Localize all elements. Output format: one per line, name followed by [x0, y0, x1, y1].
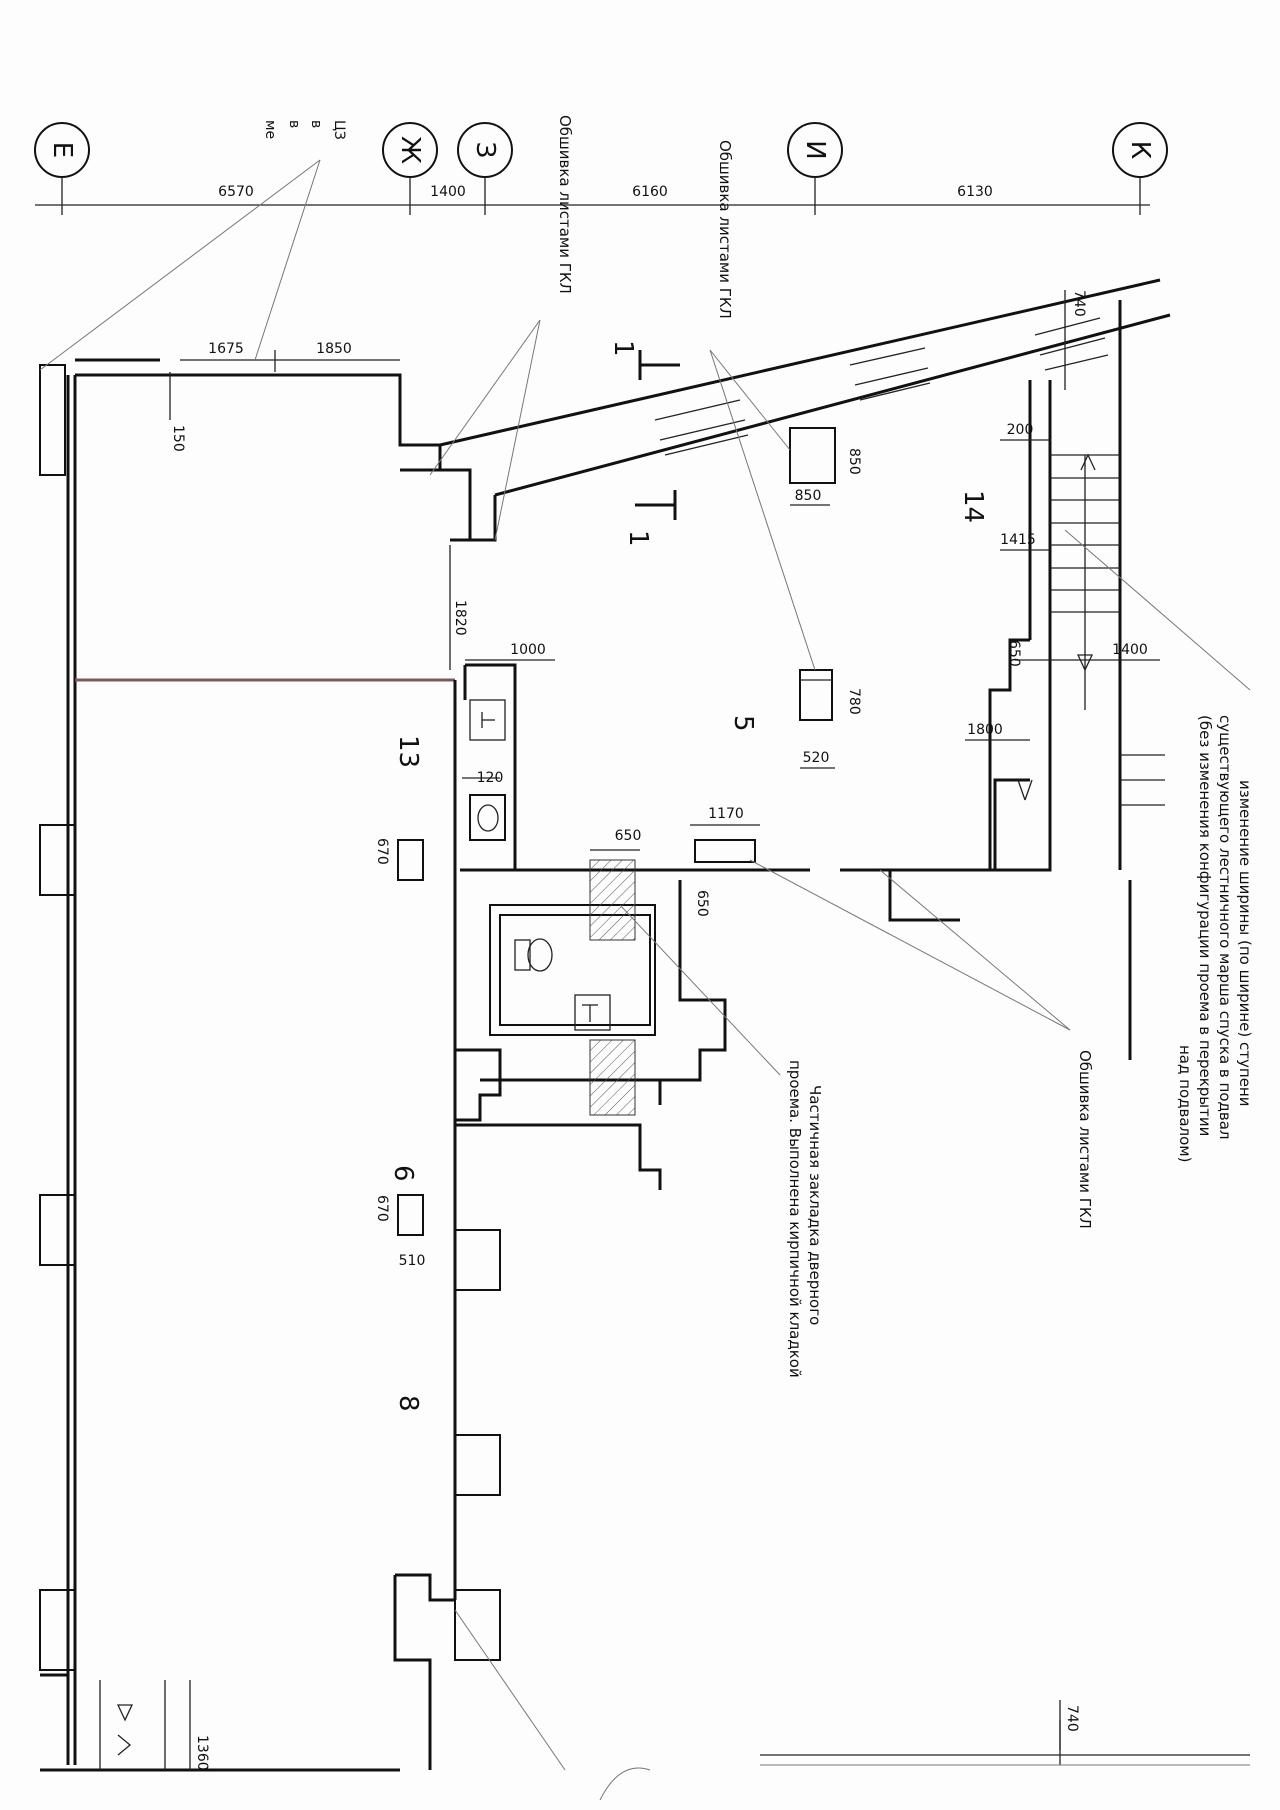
dim-1415: 1415	[1000, 532, 1036, 548]
svg-text:Обшивка листами ГКЛ: Обшивка листами ГКЛ	[1076, 1050, 1094, 1229]
room-number-13: 13	[393, 735, 423, 768]
column-box-5	[799, 669, 833, 721]
dim-670-b: 670	[374, 1195, 390, 1222]
svg-text:в: в	[308, 120, 324, 128]
dim-520: 520	[803, 750, 830, 766]
dim-200: 200	[1007, 422, 1034, 438]
dim-850-a: 850	[846, 448, 862, 475]
dim-1820: 1820	[452, 600, 468, 636]
room-number-8: 8	[393, 1395, 423, 1412]
svg-text:(без изменения конфигурации пр: (без изменения конфигурации проема в пер…	[1196, 715, 1214, 1136]
section-mark-1-top: 1	[608, 340, 680, 380]
note-stair-modification: изменение ширины (по ширине) ступени сущ…	[1176, 715, 1254, 1162]
sink-fixture-2	[574, 994, 611, 1031]
axis-spacing-3: 6160	[632, 184, 668, 200]
section-mark-1-bottom: 1	[623, 490, 677, 547]
axis-bubble-Z: З	[457, 122, 513, 215]
axis-spacing-4: 6130	[957, 184, 993, 200]
axis-label-Zh: Ж	[395, 136, 425, 164]
svg-text:изменение ширины (по ширине) с: изменение ширины (по ширине) ступени	[1236, 780, 1254, 1106]
bottom-edge-fragment	[99, 1680, 1250, 1801]
note-gkl-top-center: Обшивка листами ГКЛ	[716, 140, 734, 319]
exterior-walls	[40, 278, 1171, 1772]
svg-text:над подвалом): над подвалом)	[1176, 1045, 1194, 1162]
column-box-1170	[694, 839, 756, 863]
dim-670-a: 670	[374, 838, 390, 865]
room-number-5: 5	[728, 715, 758, 732]
column-box-670a	[397, 839, 424, 881]
axis-label-K: К	[1125, 141, 1155, 159]
interior-partitions	[75, 638, 1052, 1600]
svg-text:существующего лестничного марш: существующего лестничного марша спуска в…	[1216, 715, 1234, 1140]
note-gkl-top-left: Обшивка листами ГКЛ	[556, 115, 574, 294]
axis-spacing-1: 6570	[218, 184, 254, 200]
entrance-ramp-steps	[654, 317, 1109, 456]
room-number-6: 6	[388, 1165, 418, 1182]
right-wall-piers	[393, 1229, 501, 1770]
service-core	[453, 859, 727, 1190]
dim-1850: 1850	[316, 341, 352, 357]
dim-650-wc: 650	[615, 828, 642, 844]
window-openings-left	[39, 364, 76, 1671]
note-gkl-right: Обшивка листами ГКЛ	[1076, 1050, 1094, 1229]
column-box-top	[789, 427, 836, 484]
dim-740-bottom: 740	[1064, 1705, 1080, 1732]
axis-label-I: И	[800, 140, 830, 159]
axis-bubble-E: Е	[34, 122, 90, 215]
svg-text:1: 1	[623, 530, 653, 547]
column-box-670b	[397, 1194, 424, 1236]
room-numbers: 13 5 14 6 8	[388, 490, 988, 1412]
wc-fixture-2	[514, 938, 553, 972]
dim-650-stair: 650	[1006, 640, 1022, 667]
dim-1170: 1170	[708, 806, 744, 822]
dim-1360: 1360	[194, 1735, 210, 1771]
dim-1000: 1000	[510, 642, 546, 658]
room-number-14: 14	[958, 490, 988, 523]
dimension-lines	[169, 290, 1160, 1750]
dim-1800: 1800	[967, 722, 1003, 738]
svg-text:ме: ме	[262, 120, 278, 139]
svg-text:Частичная закладка дверного: Частичная закладка дверного	[806, 1085, 824, 1325]
axis-bubble-I: И	[787, 122, 843, 215]
axis-label-E: Е	[47, 142, 77, 158]
dim-120: 120	[477, 770, 504, 786]
svg-text:в: в	[286, 120, 302, 128]
dim-510: 510	[399, 1253, 426, 1269]
dim-780: 780	[846, 688, 862, 715]
dimension-labels: 1675 1850 740 150 1820 1000 200 850 850 …	[170, 290, 1148, 1771]
svg-text:1: 1	[608, 340, 638, 357]
axis-bubble-Zh: Ж	[382, 122, 438, 215]
leader-lines	[39, 159, 1251, 1771]
axis-spacing-2: 1400	[430, 184, 466, 200]
svg-text:Обшивка листами ГКЛ: Обшивка листами ГКЛ	[716, 140, 734, 319]
dim-1400: 1400	[1112, 642, 1148, 658]
dim-1675: 1675	[208, 341, 244, 357]
sink-fixture-1	[469, 699, 506, 741]
svg-text:Обшивка листами ГКЛ: Обшивка листами ГКЛ	[556, 115, 574, 294]
axis-bubble-K: К	[1112, 122, 1168, 215]
dim-150: 150	[170, 425, 186, 452]
dim-740-top: 740	[1071, 290, 1087, 317]
dim-650-side: 650	[694, 890, 710, 917]
basement-stair	[1017, 453, 1165, 806]
partial-label-cluster: ЦЗ в в ме	[262, 120, 347, 140]
axis-label-Z: З	[470, 142, 500, 159]
note-brick-infill: Частичная закладка дверного проема. Выпо…	[786, 1060, 824, 1378]
svg-text:ЦЗ: ЦЗ	[331, 120, 347, 140]
dim-850-b: 850	[795, 488, 822, 504]
wc-fixture-1	[469, 794, 506, 841]
svg-text:проема. Выполнена кирпичной кл: проема. Выполнена кирпичной кладкой	[786, 1060, 804, 1378]
